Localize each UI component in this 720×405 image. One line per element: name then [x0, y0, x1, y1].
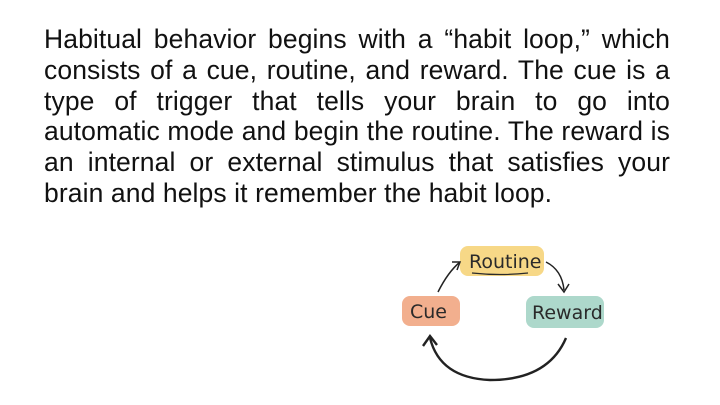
habit-loop-diagram: Routine Cue Reward [402, 246, 604, 382]
arrow-routine-to-reward [545, 261, 570, 294]
cue-highlight [402, 296, 460, 326]
reward-highlight [526, 296, 604, 328]
cue-label: Cue [410, 301, 447, 323]
routine-label: Routine [469, 251, 541, 273]
slide-body-text: Habitual behavior begins with a “habit l… [44, 24, 670, 208]
arrow-reward-to-cue [422, 333, 568, 382]
reward-label: Reward [532, 302, 603, 324]
routine-underline [471, 272, 529, 276]
routine-node: Routine [460, 246, 544, 276]
reward-node: Reward [526, 296, 604, 328]
routine-highlight [460, 246, 544, 276]
arrow-cue-to-routine [437, 261, 462, 293]
cue-node: Cue [402, 296, 460, 326]
